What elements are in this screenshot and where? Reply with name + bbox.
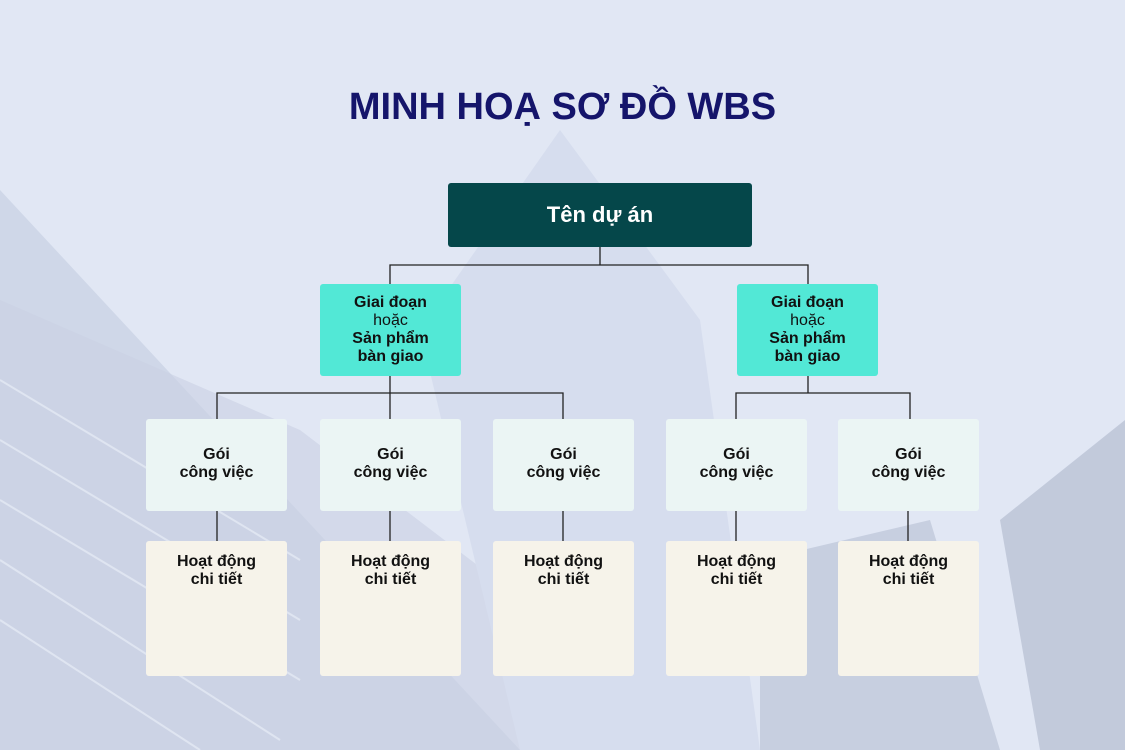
detail-label: chi tiết [537, 571, 590, 588]
work-label: công việc [871, 464, 946, 481]
connector-work-detail [216, 511, 909, 541]
work-label: Gói [723, 446, 750, 463]
work-label: Gói [377, 446, 404, 463]
phase-label: Giai đoạn [771, 294, 844, 311]
work-label: công việc [353, 464, 428, 481]
detail-label: Hoạt động [696, 553, 777, 570]
phase-label: Giai đoạn [354, 294, 427, 311]
work-label: Gói [895, 446, 922, 463]
phase-node: Giai đoạn hoặc Sản phẩm bàn giao [737, 284, 878, 376]
page-title: MINH HOẠ SƠ ĐỒ WBS [348, 86, 777, 128]
work-label: công việc [179, 464, 254, 481]
phase-label: Sản phẩm [769, 330, 846, 347]
phase-or: hoặc [790, 312, 825, 329]
root-label: Tên dự án [546, 202, 654, 227]
detail-label: Hoạt động [176, 553, 257, 570]
phase-node: Giai đoạn hoặc Sản phẩm bàn giao [320, 284, 461, 376]
detail-label: Hoạt động [523, 553, 604, 570]
phase-label: bàn giao [774, 348, 841, 365]
connector-root [389, 247, 809, 285]
detail-label: Hoạt động [350, 553, 431, 570]
detail-label: chi tiết [710, 571, 763, 588]
work-label: công việc [699, 464, 774, 481]
connector-phase-right [735, 376, 911, 419]
work-label: Gói [203, 446, 230, 463]
phase-or: hoặc [373, 312, 408, 329]
work-label: công việc [526, 464, 601, 481]
phase-label: bàn giao [357, 348, 424, 365]
detail-label: chi tiết [190, 571, 243, 588]
detail-label: Hoạt động [868, 553, 949, 570]
phase-label: Sản phẩm [352, 330, 429, 347]
root-node-project: Tên dự án [448, 183, 752, 247]
work-label: Gói [550, 446, 577, 463]
detail-label: chi tiết [364, 571, 417, 588]
connector-phase-left [216, 376, 564, 419]
detail-label: chi tiết [882, 571, 935, 588]
